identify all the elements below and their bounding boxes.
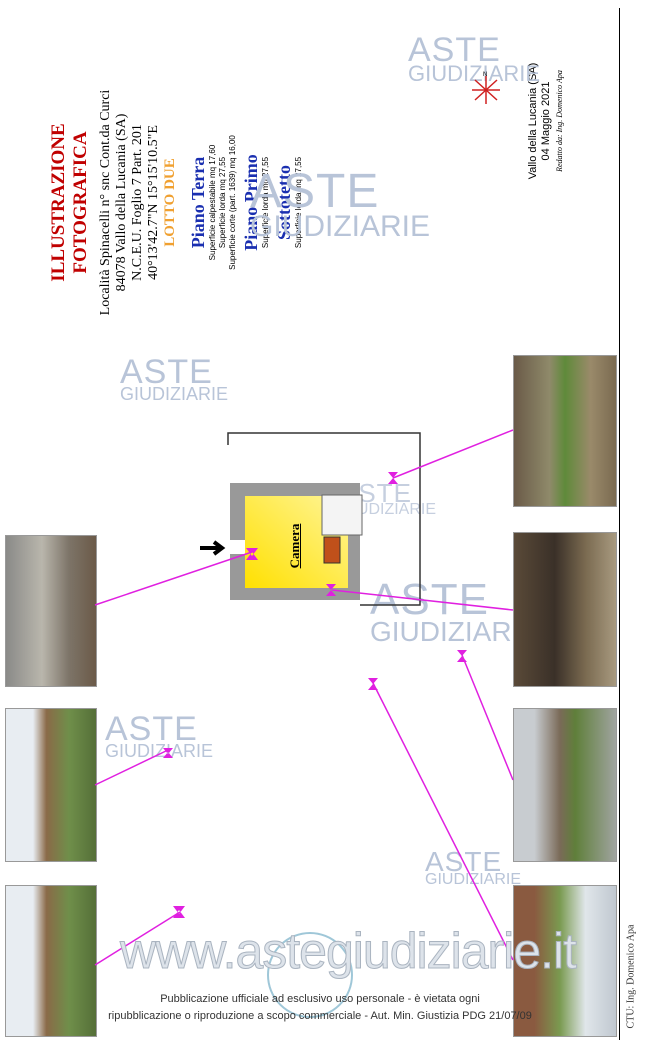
footer-line-1: Pubblicazione ufficiale ad esclusivo uso…	[160, 993, 480, 1005]
photo-2	[5, 708, 97, 862]
photo-markers	[94, 429, 514, 966]
photo-1	[5, 535, 97, 687]
room-label: Camera	[287, 523, 302, 569]
photo-3	[5, 885, 97, 1037]
photo-7	[513, 885, 617, 1037]
page-border	[619, 8, 620, 1040]
photo-5	[513, 532, 617, 687]
ctu-label: CTU: Ing. Domenico Apa	[625, 924, 637, 1029]
photo-4	[513, 355, 617, 507]
courtyard-outline	[227, 432, 421, 606]
compass-north-label: N	[483, 72, 488, 78]
seal-icon	[267, 932, 353, 1018]
entrance-arrow-icon	[200, 540, 226, 556]
compass-icon	[472, 76, 500, 104]
door	[323, 536, 341, 564]
photo-6	[513, 708, 617, 862]
watermark-url: www.astegiudiziarie.it	[120, 923, 578, 980]
footer-line-2: ripubblicazione o riproduzione a scopo c…	[108, 1010, 532, 1022]
stair	[321, 494, 363, 536]
